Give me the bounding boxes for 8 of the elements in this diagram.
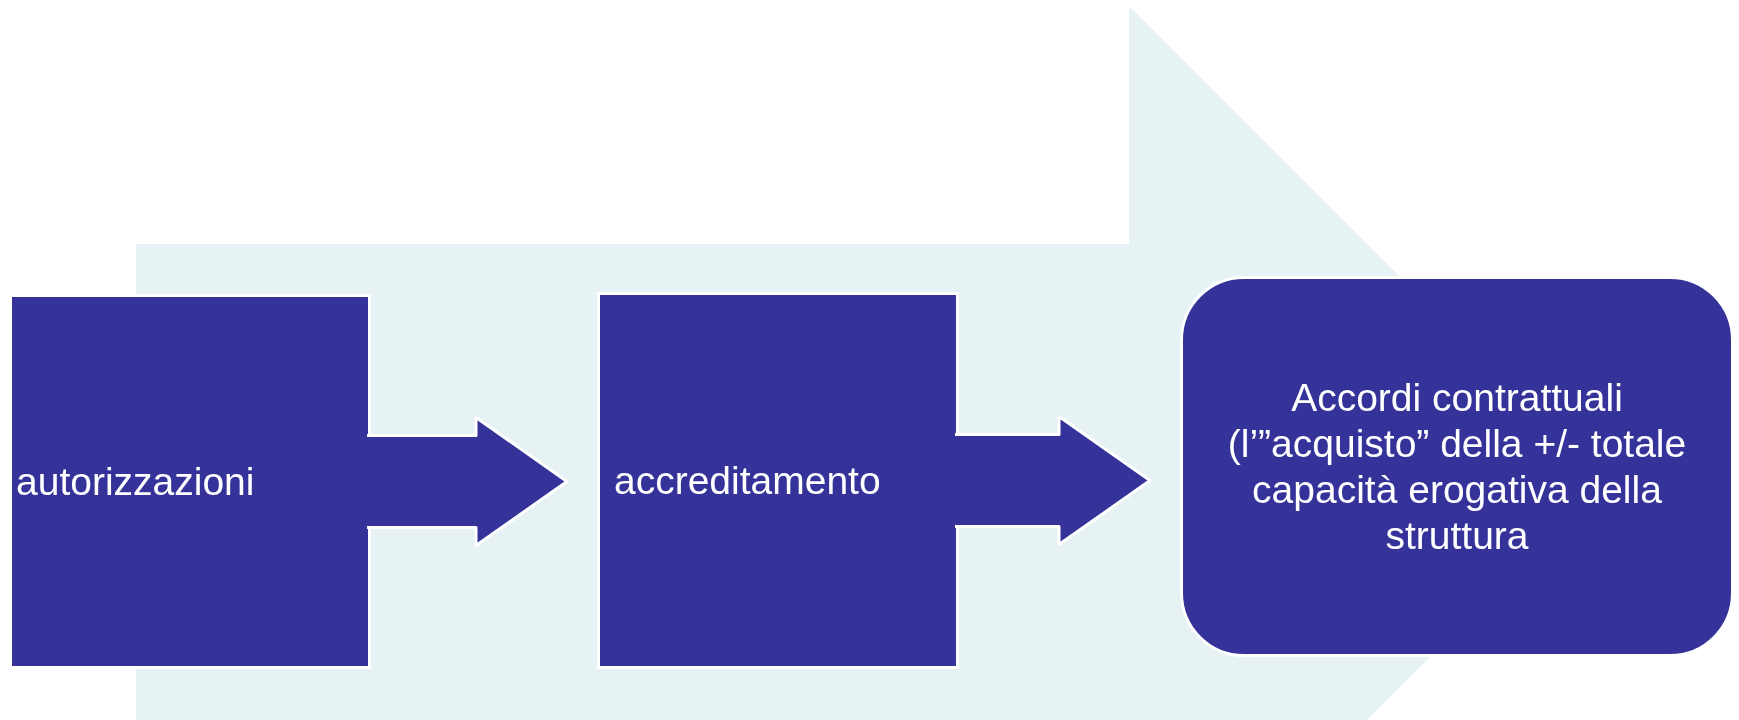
process-box <box>9 294 371 669</box>
box-label: Accordi contrattuali (l’”acquisto” della +/- totale capacità erogativa della struttura <box>1226 374 1688 559</box>
block-arrow <box>365 416 569 547</box>
box-label: accreditamento <box>614 457 881 504</box>
block-arrow <box>953 415 1152 546</box>
box-label: autorizzazioni <box>16 458 255 505</box>
process-box <box>1180 276 1734 657</box>
process-box <box>597 292 959 669</box>
